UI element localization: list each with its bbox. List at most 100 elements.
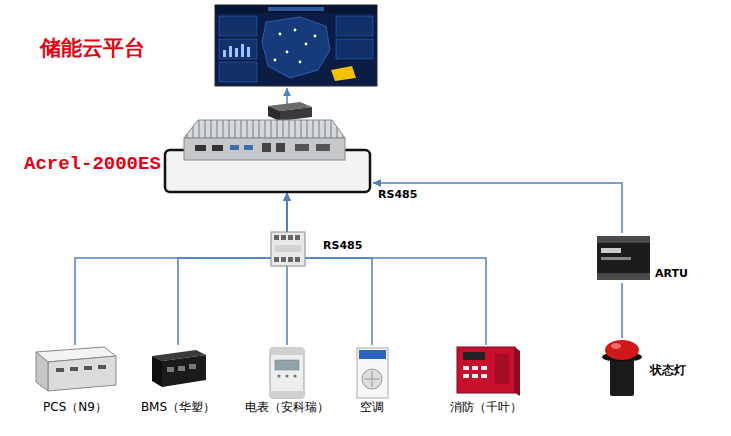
platform-screenshot-part — [219, 16, 257, 36]
terminal-block-part — [274, 257, 279, 262]
platform-screenshot-part — [314, 35, 317, 38]
terminal-block-part — [274, 235, 279, 240]
bms-device — [152, 350, 206, 387]
pcs-device-part — [70, 367, 78, 371]
platform-screenshot-part — [305, 43, 308, 46]
pcs-device-part — [98, 365, 106, 369]
status-light-part — [611, 343, 621, 349]
terminal-block-part — [271, 232, 305, 266]
connector-line — [373, 183, 622, 233]
energy-meter-part — [275, 360, 299, 370]
bus-label: RS485 — [377, 188, 418, 201]
energy-meter-part — [293, 374, 296, 377]
industrial-pc-part — [276, 143, 285, 152]
pcs-device — [36, 347, 116, 391]
pcs-device-part — [36, 352, 48, 391]
platform-screenshot-part — [219, 62, 257, 82]
terminal-block-part — [281, 257, 286, 262]
fire-panel-part — [472, 366, 478, 370]
fire-panel-part — [472, 374, 478, 378]
platform-screenshot — [215, 5, 377, 86]
platform-screenshot-part — [215, 5, 377, 13]
fire-panel-part — [463, 366, 469, 370]
energy-meter — [270, 348, 304, 398]
node-label: 消防（千叶） — [450, 399, 522, 416]
node-label: PCS（N9） — [43, 399, 107, 416]
node-label: 储能云平台 — [40, 34, 377, 62]
fire-panel-part — [495, 354, 509, 384]
platform-screenshot-part — [268, 7, 324, 11]
pcs-device-part — [48, 356, 116, 391]
platform-screenshot-part — [219, 39, 257, 59]
industrial-pc-part — [184, 120, 345, 138]
platform-screenshot-part — [286, 51, 289, 54]
node-label: BMS（华塑） — [141, 399, 215, 416]
edge-controller: Acrel-2000ES — [24, 118, 373, 193]
energy-meter-part — [277, 374, 280, 377]
cloud-platform: 储能云平台 — [40, 3, 377, 88]
bms-device-part — [178, 366, 185, 371]
platform-screenshot-part — [247, 47, 250, 57]
connector-line — [621, 283, 623, 338]
energy-meter-part — [270, 391, 304, 398]
fire-panel-part — [463, 374, 469, 378]
bms-device-part — [162, 355, 206, 387]
terminal-block-part — [275, 245, 301, 252]
artu-module-part — [601, 257, 631, 260]
status-light-part — [605, 340, 639, 360]
artu-module — [597, 236, 650, 280]
terminal-block-part — [288, 235, 293, 240]
platform-screenshot-part — [262, 17, 330, 78]
industrial-pc-part — [316, 144, 330, 151]
bms-node: BMS（华塑） — [139, 345, 217, 416]
platform-screenshot-part — [274, 59, 277, 62]
node-label: 空调 — [360, 399, 384, 416]
air-conditioner — [357, 348, 388, 398]
industrial-pc-part — [212, 145, 223, 151]
bms-device-part — [152, 356, 162, 387]
fire-panel-part — [457, 347, 515, 393]
platform-screenshot-part — [336, 16, 373, 36]
artu-module-part — [597, 273, 650, 280]
industrial-pc-part — [295, 144, 309, 151]
air-conditioner-part — [362, 369, 382, 389]
fire-panel-part — [481, 366, 487, 370]
fire-panel-part — [481, 374, 487, 378]
artu-module-part — [601, 248, 621, 253]
pcs-device-part — [56, 368, 64, 372]
industrial-pc-part — [244, 145, 253, 150]
fire-node: 消防（千叶） — [448, 345, 524, 416]
artu-module-part — [597, 236, 650, 243]
connector-line — [178, 193, 287, 345]
platform-screenshot-part — [235, 48, 238, 57]
air-conditioner-part — [372, 371, 373, 387]
industrial-pc-part — [195, 145, 206, 151]
bms-device-part — [189, 364, 196, 369]
pcs-node: PCS（N9） — [31, 345, 119, 416]
label-holder: RS485 — [322, 239, 363, 252]
light-node: 状态灯 — [600, 338, 686, 398]
energy-meter-part — [285, 374, 288, 377]
terminal-block — [271, 232, 305, 266]
bms-device-part — [167, 367, 174, 372]
platform-screenshot-part — [223, 50, 226, 57]
platform-screenshot-part — [294, 29, 297, 32]
artu-node: ARTU — [595, 233, 688, 283]
aircon-node: 空调 — [354, 345, 391, 416]
industrial-pc-part — [230, 145, 239, 150]
meter-node: 电表（安科瑞） — [243, 345, 331, 416]
fire-panel-part — [515, 347, 520, 396]
connector-line — [287, 193, 372, 345]
node-label: ARTU — [655, 267, 688, 280]
connector-line — [287, 193, 486, 345]
platform-screenshot-part — [299, 61, 302, 64]
artu-module-part — [597, 236, 650, 280]
pcs-device-part — [84, 366, 92, 370]
energy-meter-part — [270, 348, 304, 355]
platform-screenshot-part — [336, 39, 373, 59]
connector-line — [75, 193, 287, 345]
status-light — [602, 340, 642, 396]
